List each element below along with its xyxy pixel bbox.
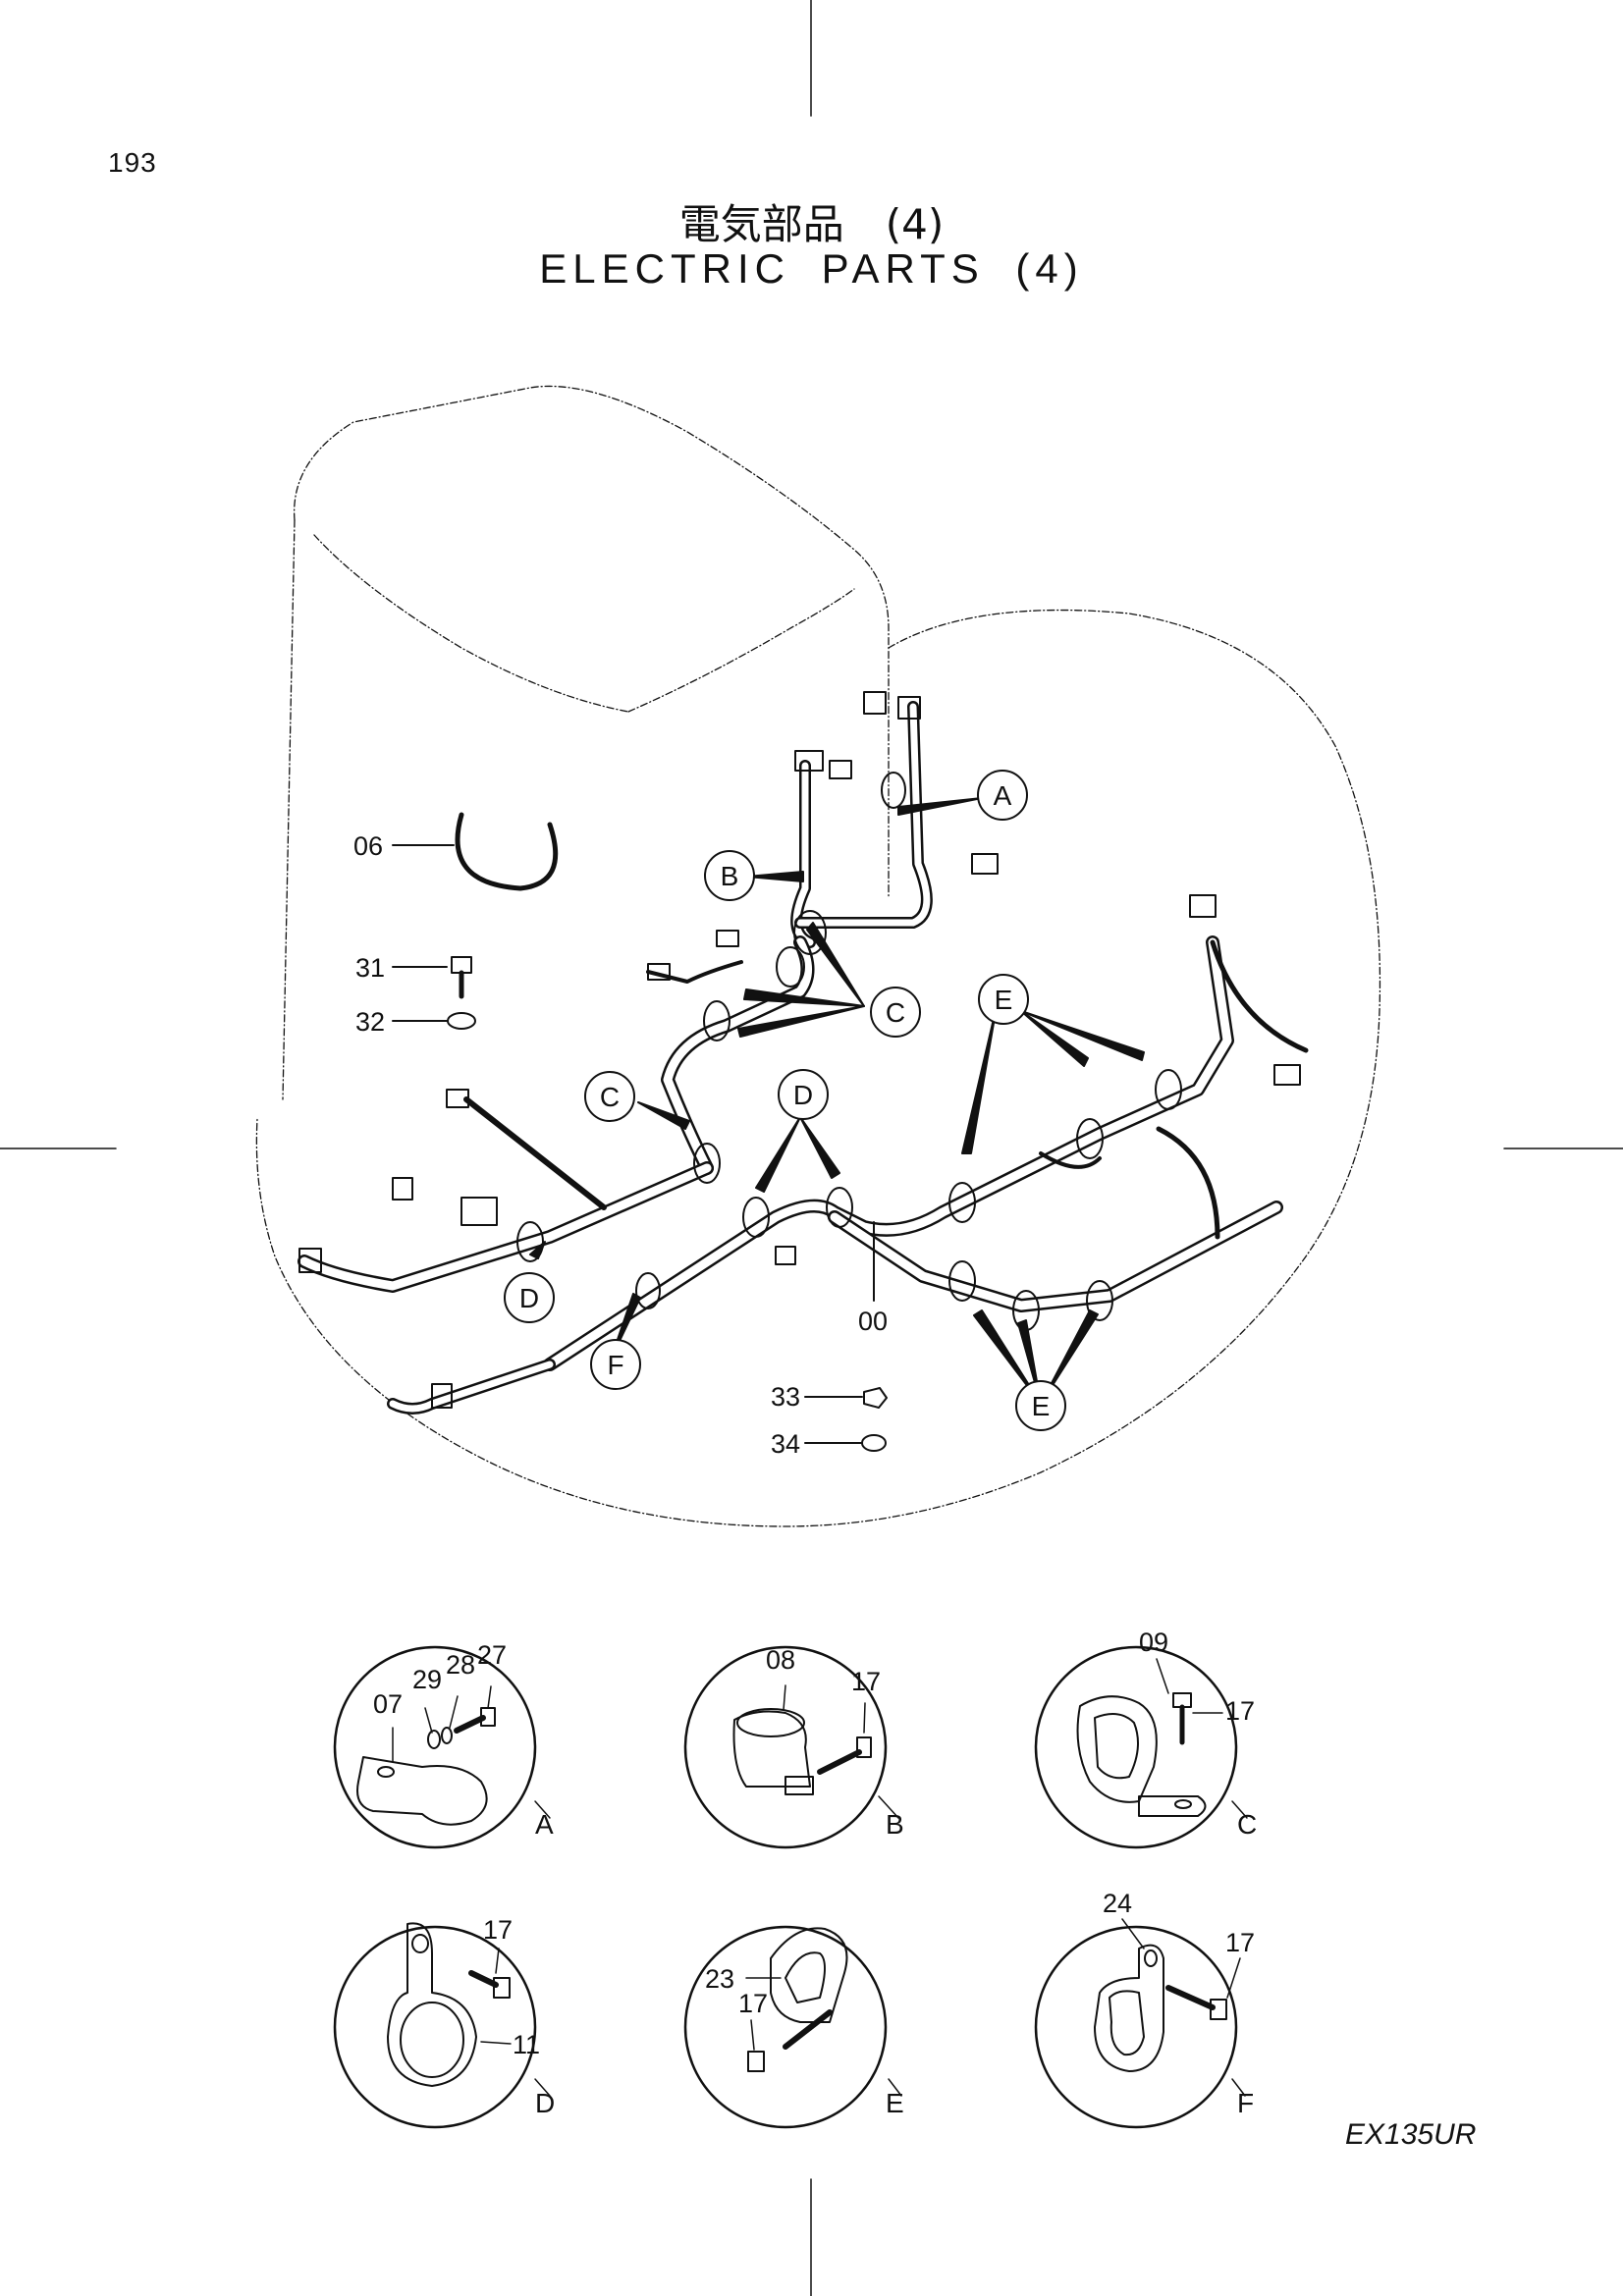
- detail-d-letter: D: [535, 2088, 555, 2118]
- detail-views: [333, 1645, 1238, 2129]
- detail-labels: 07 29 28 27 A 08 17 B 09 17 C 17 11 D 23…: [373, 1628, 1257, 2118]
- detail-c-part-2: 17: [1225, 1696, 1255, 1726]
- model-code: EX135UR: [1345, 2118, 1477, 2151]
- callout-letter-e-upper: E: [995, 985, 1013, 1015]
- detail-f-letter: F: [1237, 2088, 1254, 2118]
- callout-letter-e-lower: E: [1032, 1391, 1051, 1421]
- detail-f-clamp: [1094, 1918, 1246, 2097]
- wiring-harness: [298, 701, 1309, 1415]
- cable-tie-06-shape: [455, 812, 559, 891]
- page-title-english: ELECTRIC PARTS (4): [539, 245, 1084, 292]
- callout-letter-a: A: [994, 780, 1012, 811]
- harness-clamps: [516, 772, 1182, 1331]
- callout-circles: [504, 770, 1066, 1431]
- detail-f-part-2: 17: [1225, 1928, 1255, 1957]
- callout-letters: A B C E C D D F E: [519, 780, 1050, 1421]
- label-32: 32: [355, 1007, 385, 1037]
- detail-a-letter: A: [535, 1809, 554, 1840]
- detail-e-clamp: [745, 1927, 902, 2097]
- detail-a-clamp: [356, 1685, 551, 1826]
- detail-a-part-1: 07: [373, 1689, 403, 1719]
- label-33: 33: [771, 1382, 800, 1412]
- detail-c-clamp: [1076, 1658, 1248, 1819]
- detail-c-letter: C: [1237, 1809, 1257, 1840]
- detail-a-part-3: 28: [446, 1650, 475, 1680]
- detail-d-part-1: 17: [483, 1915, 513, 1945]
- detail-d-part-2: 11: [513, 2030, 540, 2059]
- main-part-labels: 06 31 32 00 33 34: [353, 831, 888, 1459]
- detail-e-part-1: 23: [705, 1964, 734, 1994]
- detail-b-letter: B: [886, 1809, 904, 1840]
- detail-e-part-2: 17: [738, 1989, 768, 2018]
- nut-33-shape: [863, 1387, 888, 1409]
- label-34: 34: [771, 1429, 800, 1459]
- page-number: 193: [108, 147, 157, 178]
- washer-32-shape: [447, 1012, 476, 1030]
- label-00: 00: [858, 1307, 888, 1336]
- callout-letter-b: B: [721, 861, 739, 891]
- detail-b-part-2: 17: [851, 1667, 881, 1696]
- page-title-japanese: 電気部品 (4): [678, 200, 945, 248]
- detail-b-clamp: [732, 1684, 899, 1819]
- callout-letter-d-lower: D: [519, 1283, 539, 1313]
- callout-letter-f: F: [607, 1350, 623, 1380]
- callout-letter-c-lower: C: [600, 1082, 620, 1112]
- label-31: 31: [355, 953, 385, 983]
- callout-pointers: [529, 797, 1145, 1405]
- washer-34-shape: [861, 1434, 887, 1452]
- detail-e-letter: E: [886, 2088, 904, 2118]
- detail-f-part-1: 24: [1103, 1889, 1132, 1918]
- bolt-31-shape: [451, 956, 472, 999]
- detail-d-clamp: [387, 1922, 551, 2097]
- connectors: [298, 691, 1301, 1409]
- callout-letter-c-upper: C: [886, 997, 905, 1028]
- detail-b-part-1: 08: [766, 1645, 795, 1675]
- label-06: 06: [353, 831, 383, 861]
- detail-c-part-1: 09: [1139, 1628, 1168, 1657]
- detail-a-part-2: 29: [412, 1665, 442, 1694]
- callout-letter-d-upper: D: [793, 1080, 813, 1110]
- detail-a-part-4: 27: [477, 1640, 507, 1670]
- leader-lines: [392, 844, 875, 1444]
